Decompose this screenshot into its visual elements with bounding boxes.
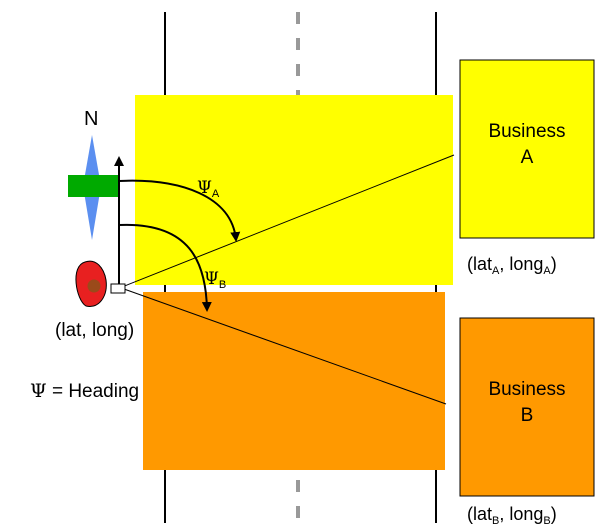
business-b-name: Business (488, 379, 566, 400)
business-b-letter: B (520, 405, 534, 426)
heading-b-subscript: B (218, 279, 227, 291)
position-label: (lat, long) (55, 320, 135, 341)
legend-psi-symbol: Ψ (30, 380, 47, 402)
business-b-coordinates: (latB, longB) (467, 504, 557, 527)
person-icon (75, 260, 126, 307)
business-b-box (459, 317, 595, 497)
business-a-box (459, 59, 595, 239)
business-a-name: Business (488, 121, 566, 142)
north-label: N (84, 108, 99, 130)
heading-arc-a (118, 179, 241, 242)
zone-b (143, 292, 445, 470)
heading-legend: Ψ = Heading (30, 380, 140, 402)
heading-a-symbol: Ψ (197, 178, 212, 198)
heading-b-label: ΨB (204, 269, 227, 291)
zone-a (135, 95, 453, 285)
business-a-label: Business A (460, 119, 594, 171)
heading-a-label: ΨA (197, 178, 220, 200)
car-icon (68, 175, 118, 197)
business-b-label: Business B (460, 377, 594, 429)
heading-arc-b (118, 223, 212, 312)
business-a-coordinates: (latA, longA) (467, 254, 557, 277)
business-a-letter: A (520, 147, 534, 168)
bearing-line-b (123, 288, 447, 405)
heading-b-symbol: Ψ (204, 269, 219, 289)
bearing-line-a (121, 154, 455, 288)
heading-a-subscript: A (211, 188, 220, 200)
legend-text: = Heading (51, 381, 140, 402)
